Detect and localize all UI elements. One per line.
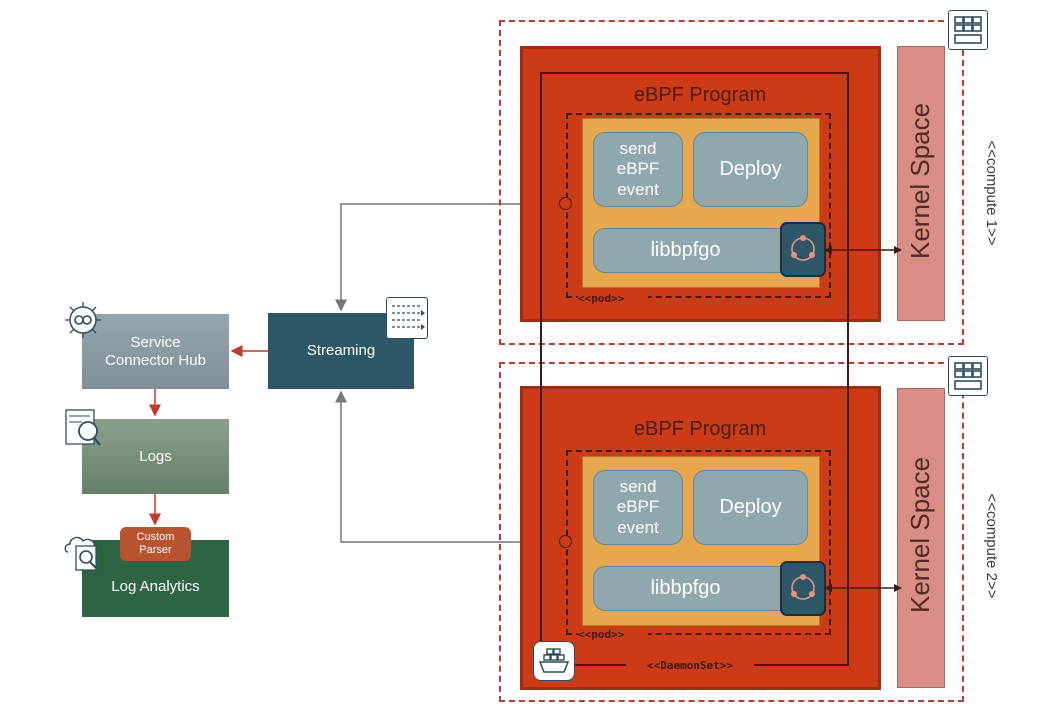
service-connector-hub-icon xyxy=(60,297,106,343)
service-connector-hub-box: Service Connector Hub xyxy=(82,314,229,389)
pod-label-1: <<pod>> xyxy=(578,292,648,306)
send-ebpf-event-1: send eBPF event xyxy=(593,132,683,207)
libbpfgo-kernel-link-2 xyxy=(824,584,902,592)
libbpfgo-2: libbpfgo xyxy=(593,566,808,611)
compute-2-label: <<compute 2>> xyxy=(983,493,1000,599)
pod-connector-dot-1 xyxy=(559,197,572,210)
compute-1-label: <<compute 1>> xyxy=(983,140,1000,246)
kernel-space-1 xyxy=(897,46,945,321)
logs-icon xyxy=(60,405,106,451)
daemonset-icon xyxy=(533,641,575,681)
kernel-space-label-1: Kernel Space xyxy=(905,102,935,259)
kernel-space-label-2: Kernel Space xyxy=(905,456,935,613)
libbpfgo-kernel-link-1 xyxy=(824,246,902,254)
streaming-icon xyxy=(386,297,428,339)
send-ebpf-event-2: send eBPF event xyxy=(593,470,683,545)
logs-box: Logs xyxy=(82,419,229,494)
compute-instance-icon xyxy=(948,10,988,50)
event-flow-2 xyxy=(335,390,565,543)
ebpf-program-title-1: eBPF Program xyxy=(633,84,767,106)
pod-label-2: <<pod>> xyxy=(578,628,648,642)
event-flow-1 xyxy=(335,203,565,312)
pod-connector-dot-2 xyxy=(559,535,572,548)
compute-node-2 xyxy=(499,362,964,702)
ebpf-program-title-2: eBPF Program xyxy=(633,418,767,440)
kernel-space-2 xyxy=(897,388,945,688)
daemonset-frame xyxy=(540,72,849,666)
deploy-2: Deploy xyxy=(693,470,808,545)
deploy-1: Deploy xyxy=(693,132,808,207)
compute-node-1 xyxy=(499,20,964,345)
custom-parser-badge: Custom Parser xyxy=(120,527,191,561)
compute-instance-icon xyxy=(948,356,988,396)
log-analytics-icon xyxy=(60,528,106,574)
libbpfgo-1: libbpfgo xyxy=(593,228,808,273)
daemonset-label: <<DaemonSet>> xyxy=(626,659,754,673)
